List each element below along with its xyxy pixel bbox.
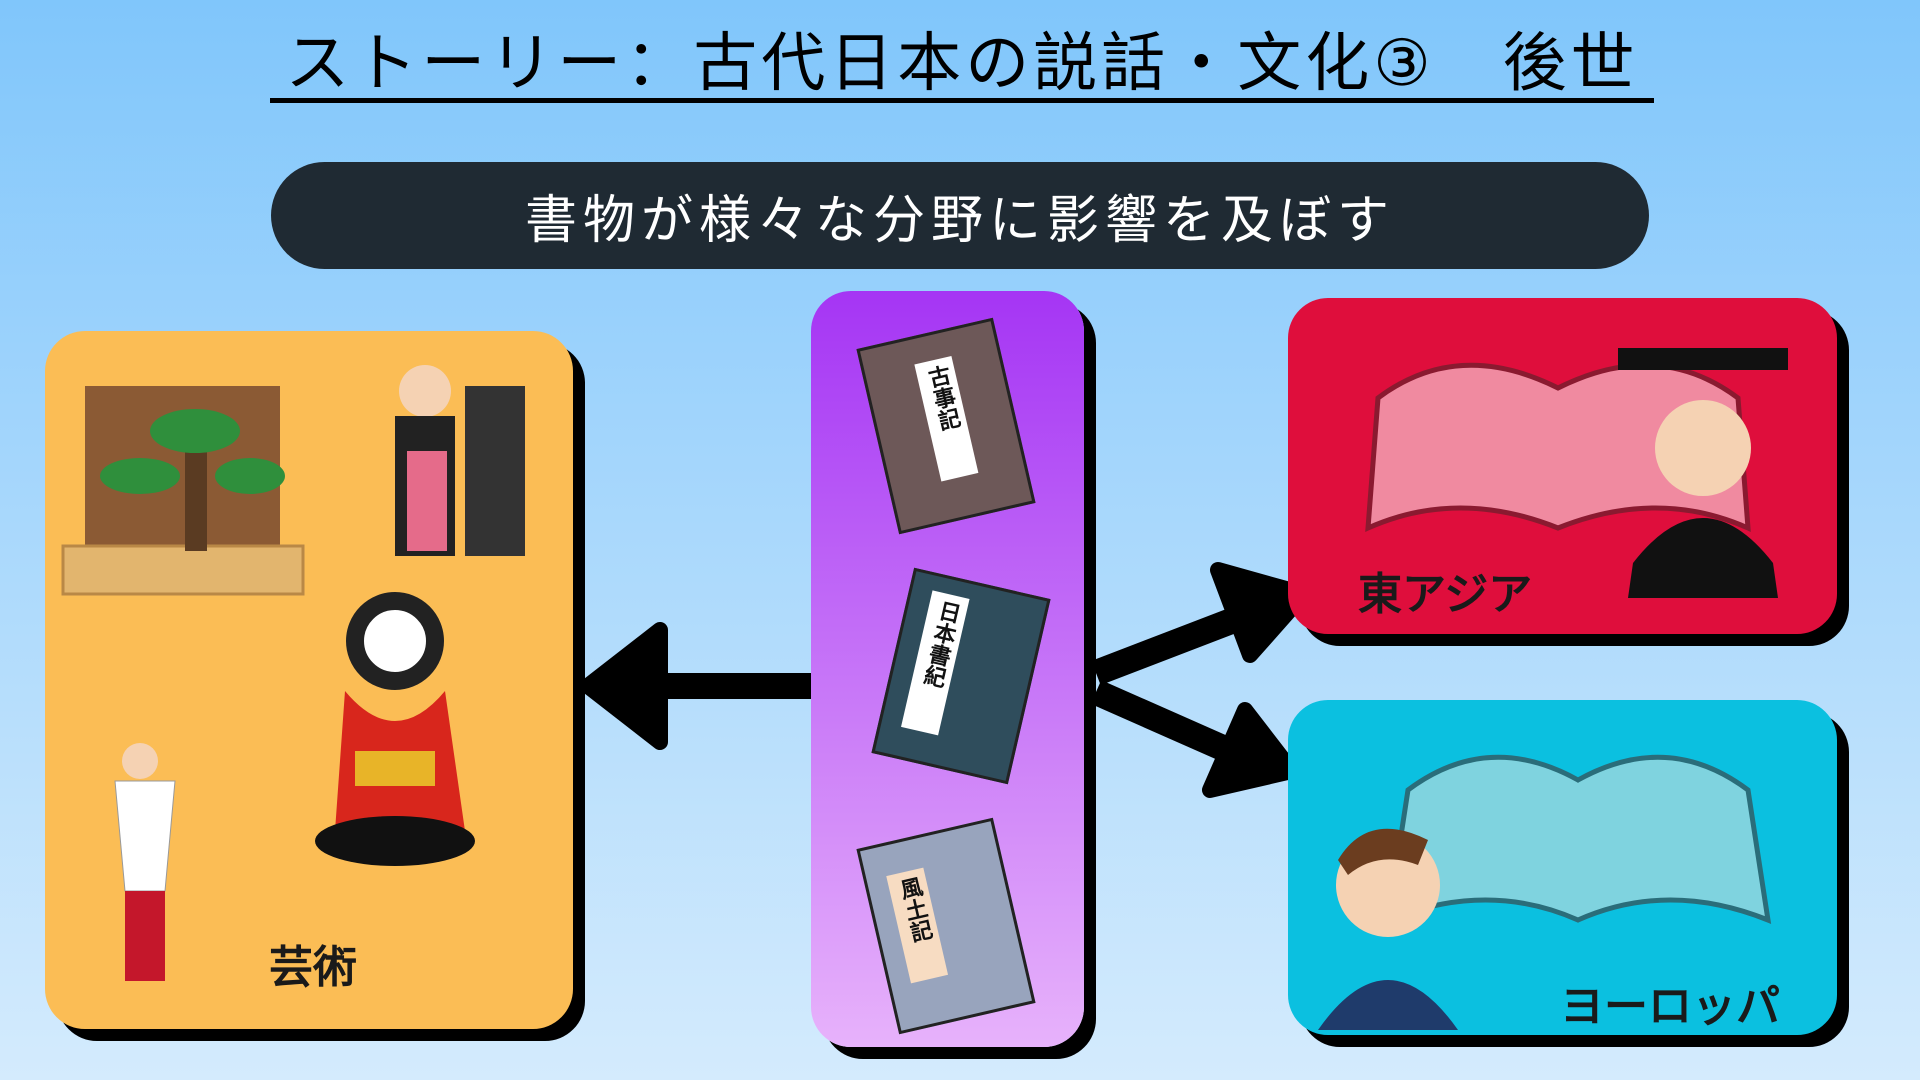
east-asia-panel: 東アジア [1288,298,1837,634]
east-asia-label: 東アジア [1358,569,1533,620]
east-asia-illustrations [1365,348,1788,598]
europe-label: ヨーロッパ [1560,981,1780,1032]
book-title: 風土記 [886,867,949,984]
book-title: 古事記 [914,355,979,482]
subtitle-banner: 書物が様々な分野に影響を及ぼす [271,162,1649,269]
art-panel: 芸術 [45,331,573,1029]
europe-illustrations [1318,754,1772,1030]
books-panel: 古事記 日本書紀 風土記 [811,291,1084,1047]
art-illustrations [61,365,525,981]
book-title: 日本書紀 [901,590,970,736]
book-kojiki: 古事記 [856,317,1036,535]
art-label: 芸術 [269,942,357,993]
europe-panel: ヨーロッパ [1288,700,1837,1035]
book-nihonshoki: 日本書紀 [871,567,1051,785]
slide-title: ストーリー：古代日本の説話・文化③ 後世 [270,30,1654,103]
book-fudoki: 風土記 [856,817,1036,1035]
